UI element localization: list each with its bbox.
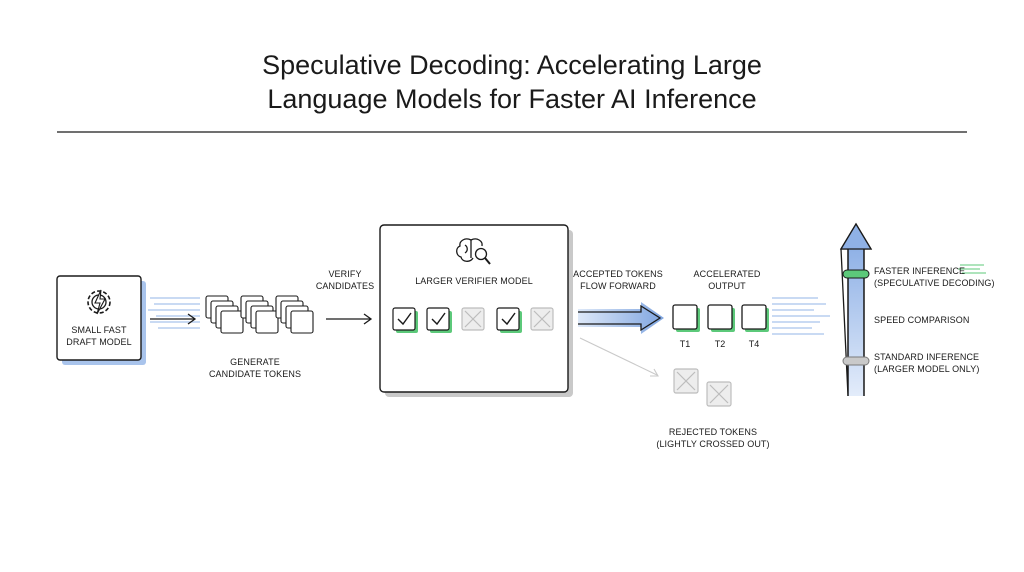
rejected-token-2 xyxy=(706,381,732,407)
title-line-2: Language Models for Faster AI Inference xyxy=(267,84,757,114)
accepted-tokens-label: ACCEPTED TOKENS FLOW FORWARD xyxy=(568,268,668,292)
accepted-label-line2: FLOW FORWARD xyxy=(580,281,656,291)
output-token-t1 xyxy=(672,304,700,332)
verifier-token-2 xyxy=(426,307,452,333)
output-token-label-1: T1 xyxy=(680,339,691,349)
verify-label-line2: CANDIDATES xyxy=(315,281,375,291)
generate-label-line2: CANDIDATE TOKENS xyxy=(208,369,302,379)
rejected-token-1 xyxy=(673,368,699,394)
rejected-tokens-label: REJECTED TOKENS (LIGHTLY CROSSED OUT) xyxy=(648,426,778,450)
output-token-t4 xyxy=(741,304,769,332)
standard-label-line2: (LARGER MODEL ONLY) xyxy=(874,364,980,374)
rejected-path-arrow xyxy=(579,337,659,377)
verifier-model-title: LARGER VERIFIER MODEL xyxy=(380,275,568,287)
verifier-token-5-rejected xyxy=(530,307,554,331)
page-title: Speculative Decoding: Accelerating Large… xyxy=(0,48,1024,116)
speed-comparison-text: SPEED COMPARISON xyxy=(874,315,970,325)
rejected-label-line2: (LIGHTLY CROSSED OUT) xyxy=(656,439,770,449)
standard-inference-label: STANDARD INFERENCE (LARGER MODEL ONLY) xyxy=(874,351,1014,375)
output-token-t2 xyxy=(707,304,735,332)
faster-label-line1: FASTER INFERENCE xyxy=(874,266,966,276)
draft-model-label-line1: SMALL FAST xyxy=(71,325,127,335)
faster-marker xyxy=(842,269,870,279)
standard-label-line1: STANDARD INFERENCE xyxy=(874,352,980,362)
verifier-token-4 xyxy=(496,307,522,333)
verifier-model-title-text: LARGER VERIFIER MODEL xyxy=(415,276,533,286)
accepted-label-line1: ACCEPTED TOKENS xyxy=(573,269,663,279)
faster-label-line2: (SPECULATIVE DECODING) xyxy=(874,278,995,288)
verify-label-line1: VERIFY xyxy=(328,269,362,279)
accepted-flow-arrow xyxy=(578,302,664,334)
faster-speed-lines xyxy=(958,264,986,274)
draft-model-box xyxy=(56,275,146,365)
generate-candidates-label: GENERATE CANDIDATE TOKENS xyxy=(190,356,320,380)
title-line-1: Speculative Decoding: Accelerating Large xyxy=(262,50,762,80)
brain-magnifier-icon xyxy=(456,238,491,265)
draft-model-label-line2: DRAFT MODEL xyxy=(66,337,132,347)
output-token-label-2: T2 xyxy=(715,339,726,349)
candidate-token-stacks xyxy=(205,295,314,334)
output-token-label-3: T4 xyxy=(749,339,760,349)
draft-model-label: SMALL FAST DRAFT MODEL xyxy=(57,324,141,348)
output-label-line2: OUTPUT xyxy=(708,281,746,291)
faster-inference-label: FASTER INFERENCE (SPECULATIVE DECODING) xyxy=(874,265,1014,289)
verifier-token-3-rejected xyxy=(461,307,485,331)
speed-meter xyxy=(839,222,873,397)
speed-comparison-label: SPEED COMPARISON xyxy=(874,314,1014,326)
output-speed-lines xyxy=(772,297,830,335)
draft-speed-lines xyxy=(148,297,200,329)
verifier-token-1 xyxy=(392,307,418,333)
verify-candidates-label: VERIFY CANDIDATES xyxy=(310,268,380,292)
standard-marker xyxy=(842,356,870,366)
generate-label-line1: GENERATE xyxy=(230,357,280,367)
output-label-line1: ACCELERATED xyxy=(693,269,761,279)
arrow-verify xyxy=(326,313,373,325)
accelerated-output-label: ACCELERATED OUTPUT xyxy=(680,268,774,292)
gear-lightning-icon xyxy=(87,289,111,315)
arrow-draft-to-candidates xyxy=(150,313,197,325)
rejected-label-line1: REJECTED TOKENS xyxy=(668,427,758,437)
